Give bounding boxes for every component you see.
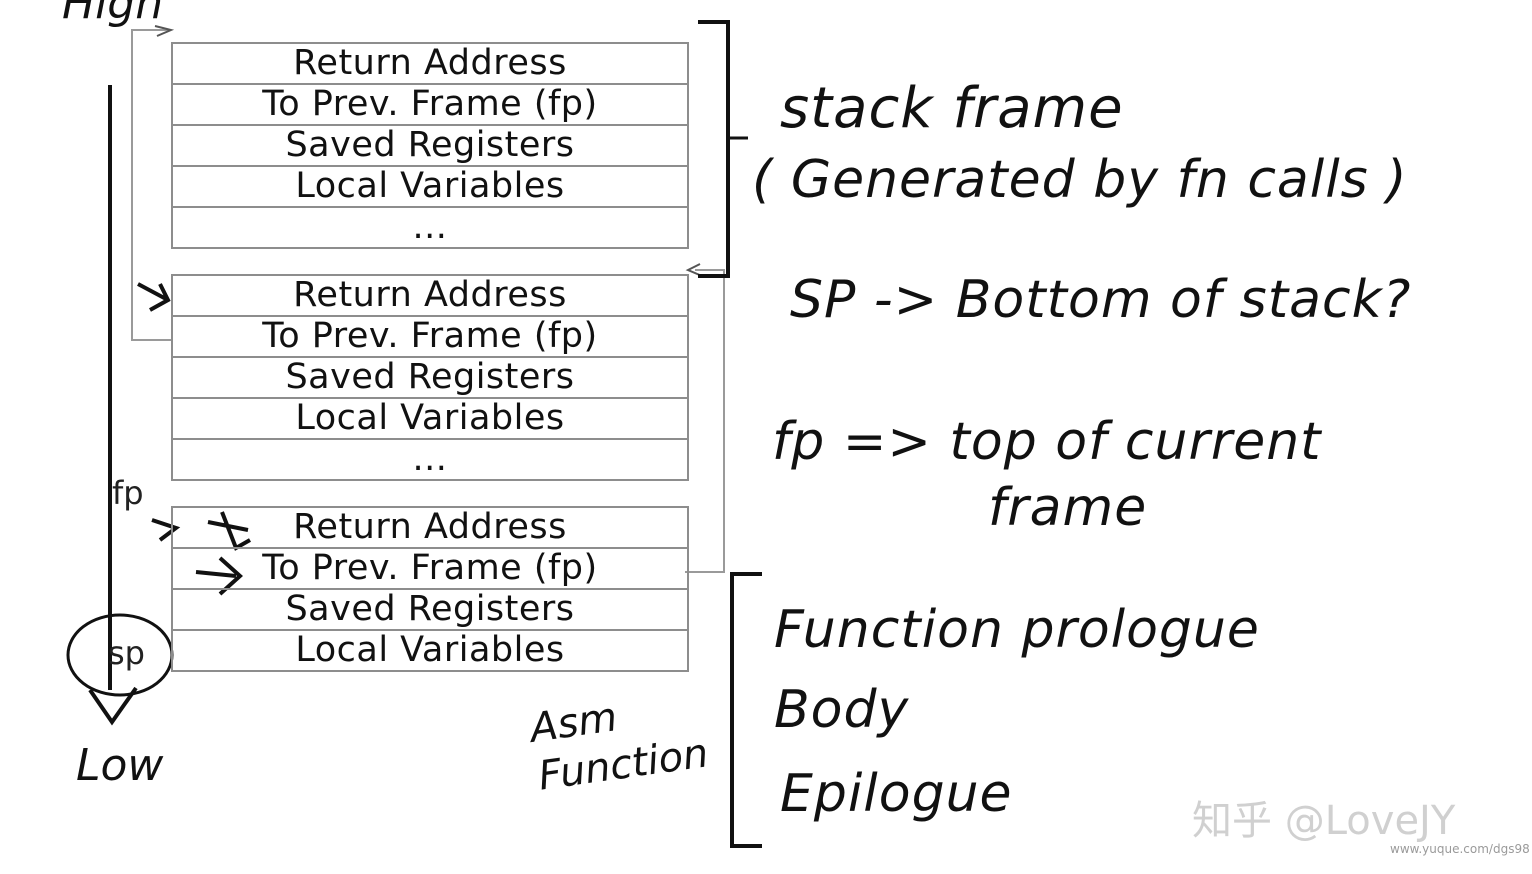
asm-function-bracket xyxy=(730,572,762,848)
frame-row: ... xyxy=(173,206,687,249)
stack-frame-3: Return Address To Prev. Frame (fp) Saved… xyxy=(171,506,689,672)
frame-row: Local Variables xyxy=(173,629,687,672)
frame-row: Saved Registers xyxy=(173,124,687,165)
note-generated-by-fn-calls: ( Generated by fn calls ) xyxy=(752,150,1408,210)
fp-label: fp xyxy=(112,474,144,512)
sp-label: sp xyxy=(108,634,145,672)
frame-row: ... xyxy=(173,438,687,481)
hand-arrow-frame2 xyxy=(137,282,171,312)
frame-row: Return Address xyxy=(173,506,687,547)
fp-arrow xyxy=(151,518,181,542)
note-stack-frame: stack frame xyxy=(780,76,1124,141)
note-sp-bottom: SP -> Bottom of stack? xyxy=(790,270,1412,330)
link-arrowhead-top xyxy=(154,25,175,37)
frame-row: To Prev. Frame (fp) xyxy=(173,315,687,356)
note-body: Body xyxy=(774,680,910,740)
note-frame: frame xyxy=(988,478,1148,538)
low-label: Low xyxy=(76,740,164,791)
note-fp-top: fp => top of current xyxy=(772,412,1322,472)
stack-direction-arrowhead xyxy=(88,686,138,726)
frame-row: Local Variables xyxy=(173,165,687,206)
frame-row: Saved Registers xyxy=(173,588,687,629)
stack-frame-bracket xyxy=(698,20,730,278)
stack-frame-1: Return Address To Prev. Frame (fp) Saved… xyxy=(171,42,689,249)
link-arrowhead-right xyxy=(685,263,703,277)
frame-row: To Prev. Frame (fp) xyxy=(173,83,687,124)
note-function-prologue: Function prologue xyxy=(774,600,1260,660)
high-label: High xyxy=(62,0,164,29)
watermark-brand: 知乎 @LoveJY xyxy=(1192,798,1456,844)
frame-link-line-1 xyxy=(131,29,171,341)
frame-row: Local Variables xyxy=(173,397,687,438)
watermark-url: www.yuque.com/dgs98 xyxy=(1390,842,1530,856)
frame-row: To Prev. Frame (fp) xyxy=(173,547,687,588)
frame-row: Return Address xyxy=(173,274,687,315)
frame-link-line-2 xyxy=(685,269,725,573)
stack-frame-2: Return Address To Prev. Frame (fp) Saved… xyxy=(171,274,689,481)
note-epilogue: Epilogue xyxy=(780,764,1013,824)
frame-row: Saved Registers xyxy=(173,356,687,397)
frame-row: Return Address xyxy=(173,42,687,83)
